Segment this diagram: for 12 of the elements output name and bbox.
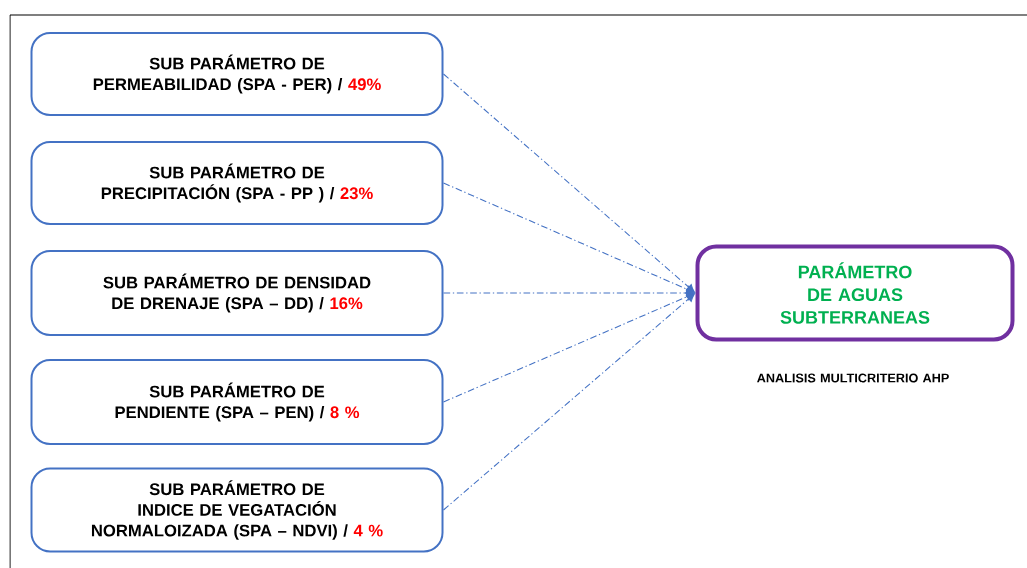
parameter-box: SUB PARÁMETRO DE DENSIDAD DE DRENAJE (SPA – DD) / 16% <box>30 250 444 336</box>
parameter-box: SUB PARÁMETRO DE INDICE DE VEGATACIÓN NORMALOIZADA (SPA – NDVI) / 4 % <box>30 467 444 553</box>
caption-text: ANALISIS MULTICRITERIO AHP <box>757 373 949 383</box>
arrow <box>442 292 695 403</box>
arrow <box>442 288 695 298</box>
arrow <box>442 293 695 511</box>
parameter-box: SUB PARÁMETRO DE PRECIPITACIÓN (SPA - PP ) / 23% <box>30 141 444 225</box>
arrow <box>442 182 695 294</box>
parameter-box: SUB PARÁMETRO DE PERMEABILIDAD (SPA - PER) / 49% <box>30 32 444 116</box>
target-box: PARÁMETRO DE AGUAS SUBTERRANEAS <box>695 244 1015 342</box>
parameter-box: SUB PARÁMETRO DE PENDIENTE (SPA – PEN) / 8 % <box>30 359 444 445</box>
arrow <box>442 73 695 293</box>
